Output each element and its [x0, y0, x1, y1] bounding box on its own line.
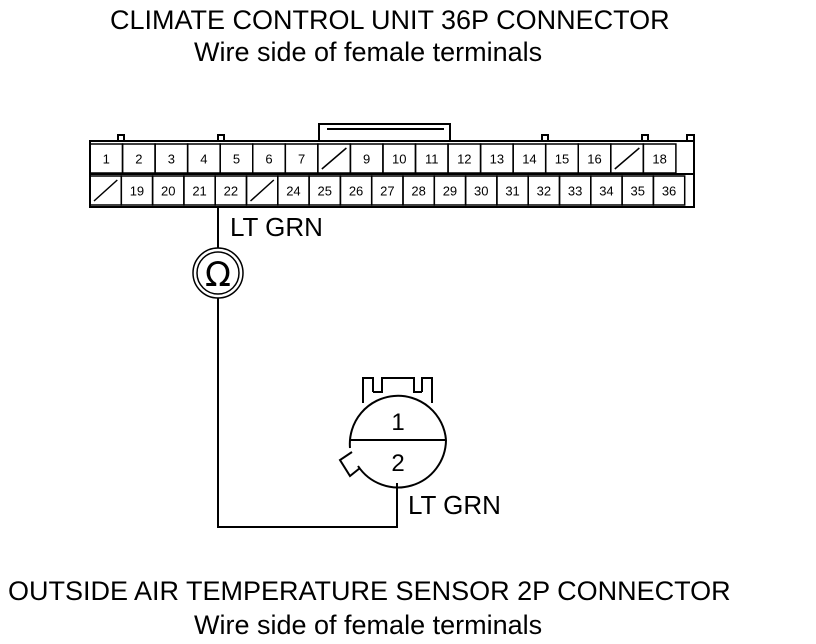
pin-number: 36: [662, 184, 676, 199]
pin-number: 7: [298, 152, 305, 167]
pin-number: 31: [505, 184, 519, 199]
empty-cavity-slash: [614, 147, 640, 170]
bottom-connector-subtitle: Wire side of female terminals: [194, 610, 543, 640]
pin-number: 29: [443, 184, 457, 199]
pin-number: 34: [599, 184, 613, 199]
empty-cavity-slash: [249, 179, 275, 202]
connector-36p: [89, 123, 695, 208]
pin-number: 15: [555, 152, 569, 167]
pin-number: 19: [130, 184, 144, 199]
pin-number: 28: [411, 184, 425, 199]
wire-segment-bottom: [217, 298, 398, 528]
pin-number: 6: [265, 152, 272, 167]
pin-number: 22: [224, 184, 238, 199]
pin-number: 20: [161, 184, 175, 199]
pin-number: 33: [568, 184, 582, 199]
bottom-connector-title: OUTSIDE AIR TEMPERATURE SENSOR 2P CONNEC…: [8, 576, 731, 606]
pin-number: 21: [192, 184, 206, 199]
pin-number: 14: [522, 152, 536, 167]
pin-number: 25: [318, 184, 332, 199]
sensor-pin-1: 1: [391, 409, 404, 436]
pin-number: 27: [380, 184, 394, 199]
sensor-pin-2: 2: [391, 450, 404, 477]
pin-number: 10: [392, 152, 406, 167]
pin-number: 4: [200, 152, 207, 167]
pin-number: 18: [652, 152, 666, 167]
pin-number: 13: [490, 152, 504, 167]
empty-cavity-slash: [93, 179, 118, 202]
top-connector-title: CLIMATE CONTROL UNIT 36P CONNECTOR: [110, 5, 670, 35]
pin-number: 16: [587, 152, 601, 167]
connector-row-2: 19 20 21 22 24 25 26 27 28 29 30 31 32 33 34 35 36: [89, 175, 686, 206]
pin-number: 5: [233, 152, 240, 167]
pin-number: 24: [286, 184, 300, 199]
pin-number: 2: [135, 152, 142, 167]
connector-cell: [652, 175, 686, 206]
pin-number: 3: [168, 152, 175, 167]
wire-label-bottom: LT GRN: [408, 490, 501, 520]
pin-number: 35: [631, 184, 645, 199]
wire-label-top: LT GRN: [230, 212, 323, 242]
pin-number: 9: [363, 152, 370, 167]
pin-number: 1: [103, 152, 110, 167]
pin-number: 12: [457, 152, 471, 167]
pin-number: 26: [349, 184, 363, 199]
connector-cell: [642, 143, 677, 174]
pin-number: 30: [474, 184, 488, 199]
top-connector-subtitle: Wire side of female terminals: [194, 37, 543, 67]
ohmmeter-icon: Ω: [192, 247, 244, 299]
connector-2p: [338, 377, 447, 489]
empty-cavity-slash: [321, 147, 347, 170]
pin-number: 11: [425, 152, 439, 167]
ohm-symbol: Ω: [205, 255, 231, 295]
pin-number: 32: [537, 184, 551, 199]
